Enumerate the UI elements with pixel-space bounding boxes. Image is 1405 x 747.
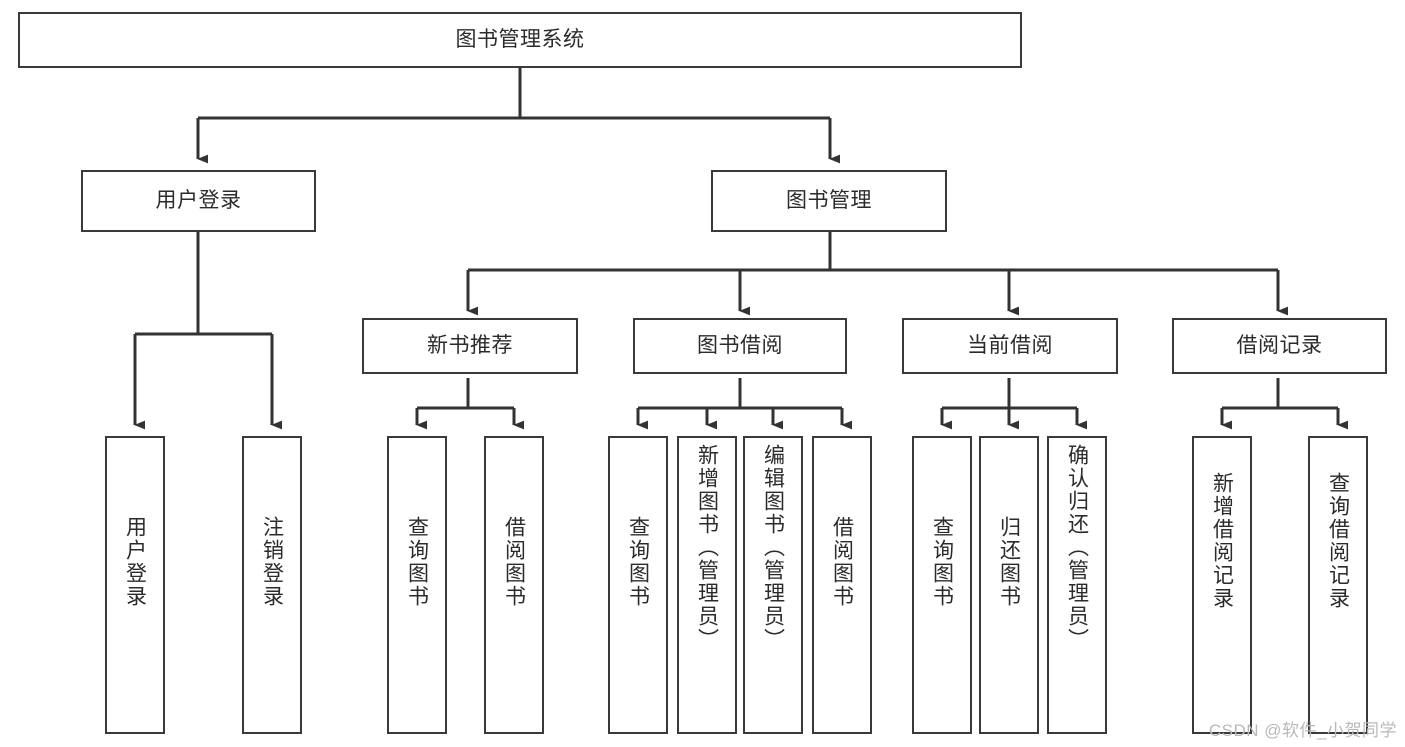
node-leaf-user-login-label: 用户登录	[123, 516, 147, 608]
node-book-management[interactable]: 图书管理	[711, 170, 947, 232]
node-book-management-label: 图书管理	[786, 188, 872, 212]
node-leaf-query-book-2-label: 查询图书	[626, 516, 650, 608]
node-current-borrow[interactable]: 当前借阅	[902, 318, 1118, 374]
node-root[interactable]: 图书管理系统	[18, 12, 1022, 68]
node-leaf-query-record[interactable]: 查询借阅记录	[1308, 436, 1368, 734]
node-book-borrow-label: 图书借阅	[697, 333, 783, 357]
node-borrow-record-label: 借阅记录	[1236, 333, 1323, 357]
node-user-login-label: 用户登录	[155, 188, 242, 212]
node-leaf-borrow-book-2[interactable]: 借阅图书	[812, 436, 872, 734]
node-leaf-query-book-3-label: 查询图书	[930, 516, 954, 608]
node-current-borrow-label: 当前借阅	[967, 333, 1053, 357]
node-new-book-recommend-label: 新书推荐	[427, 333, 513, 357]
node-leaf-add-book-label: 新增图书（管理员）	[695, 444, 719, 651]
node-leaf-logout-login-label: 注销登录	[260, 516, 284, 608]
node-book-borrow[interactable]: 图书借阅	[633, 318, 847, 374]
node-leaf-query-record-label: 查询借阅记录	[1326, 472, 1350, 610]
node-leaf-edit-book-label: 编辑图书（管理员）	[761, 444, 785, 651]
node-leaf-edit-book[interactable]: 编辑图书（管理员）	[743, 436, 803, 734]
node-leaf-return-book-label: 归还图书	[997, 516, 1021, 608]
node-leaf-confirm-return[interactable]: 确认归还（管理员）	[1047, 436, 1107, 734]
node-leaf-query-book-2[interactable]: 查询图书	[608, 436, 668, 734]
node-leaf-borrow-book-1-label: 借阅图书	[502, 516, 526, 608]
node-leaf-borrow-book-2-label: 借阅图书	[830, 516, 854, 608]
node-leaf-borrow-book-1[interactable]: 借阅图书	[484, 436, 544, 734]
node-leaf-add-record-label: 新增借阅记录	[1210, 472, 1234, 610]
node-leaf-user-login[interactable]: 用户登录	[105, 436, 165, 734]
node-leaf-confirm-return-label: 确认归还（管理员）	[1065, 444, 1089, 651]
node-root-label: 图书管理系统	[455, 27, 585, 51]
node-leaf-add-record[interactable]: 新增借阅记录	[1192, 436, 1252, 734]
node-user-login[interactable]: 用户登录	[81, 170, 316, 232]
node-leaf-return-book[interactable]: 归还图书	[979, 436, 1039, 734]
node-leaf-query-book-3[interactable]: 查询图书	[912, 436, 972, 734]
node-leaf-add-book[interactable]: 新增图书（管理员）	[677, 436, 737, 734]
node-new-book-recommend[interactable]: 新书推荐	[362, 318, 578, 374]
node-leaf-logout-login[interactable]: 注销登录	[242, 436, 302, 734]
node-borrow-record[interactable]: 借阅记录	[1172, 318, 1387, 374]
node-leaf-query-book-1-label: 查询图书	[405, 516, 429, 608]
node-leaf-query-book-1[interactable]: 查询图书	[387, 436, 447, 734]
